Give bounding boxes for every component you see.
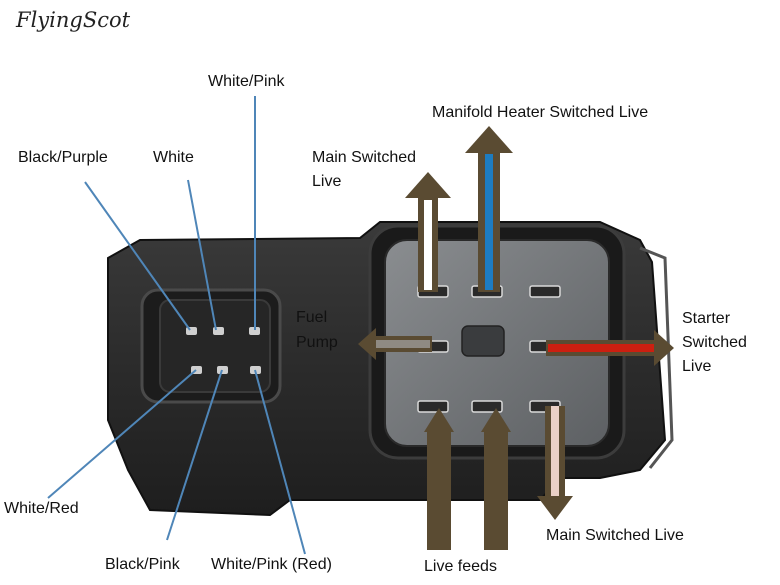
label-black-pink: Black/Pink <box>105 553 180 577</box>
arrow-live-feed-right <box>481 408 511 550</box>
label-main-switched-bottom: Main Switched Live <box>546 524 684 548</box>
pin-black-pink <box>217 366 228 374</box>
arrow-live-feed-left <box>424 408 454 550</box>
label-manifold-heater: Manifold Heater Switched Live <box>432 101 648 125</box>
label-main-switched-top-line1: Main Switched <box>312 146 416 170</box>
label-main-switched-top-line2: Live <box>312 170 341 194</box>
label-white: White <box>153 146 194 170</box>
label-starter-line2: Switched <box>682 331 747 355</box>
label-white-pink: White/Pink <box>208 70 284 94</box>
label-starter-line1: Starter <box>682 307 730 331</box>
label-white-red: White/Red <box>4 497 79 521</box>
label-live-feeds: Live feeds <box>424 555 497 579</box>
label-white-pink-red: White/Pink (Red) <box>211 553 332 577</box>
label-black-purple: Black/Purple <box>18 146 108 170</box>
label-starter-line3: Live <box>682 355 711 379</box>
label-fuel-pump-line1: Fuel <box>296 306 327 330</box>
label-fuel-pump-line2: Pump <box>296 331 338 355</box>
